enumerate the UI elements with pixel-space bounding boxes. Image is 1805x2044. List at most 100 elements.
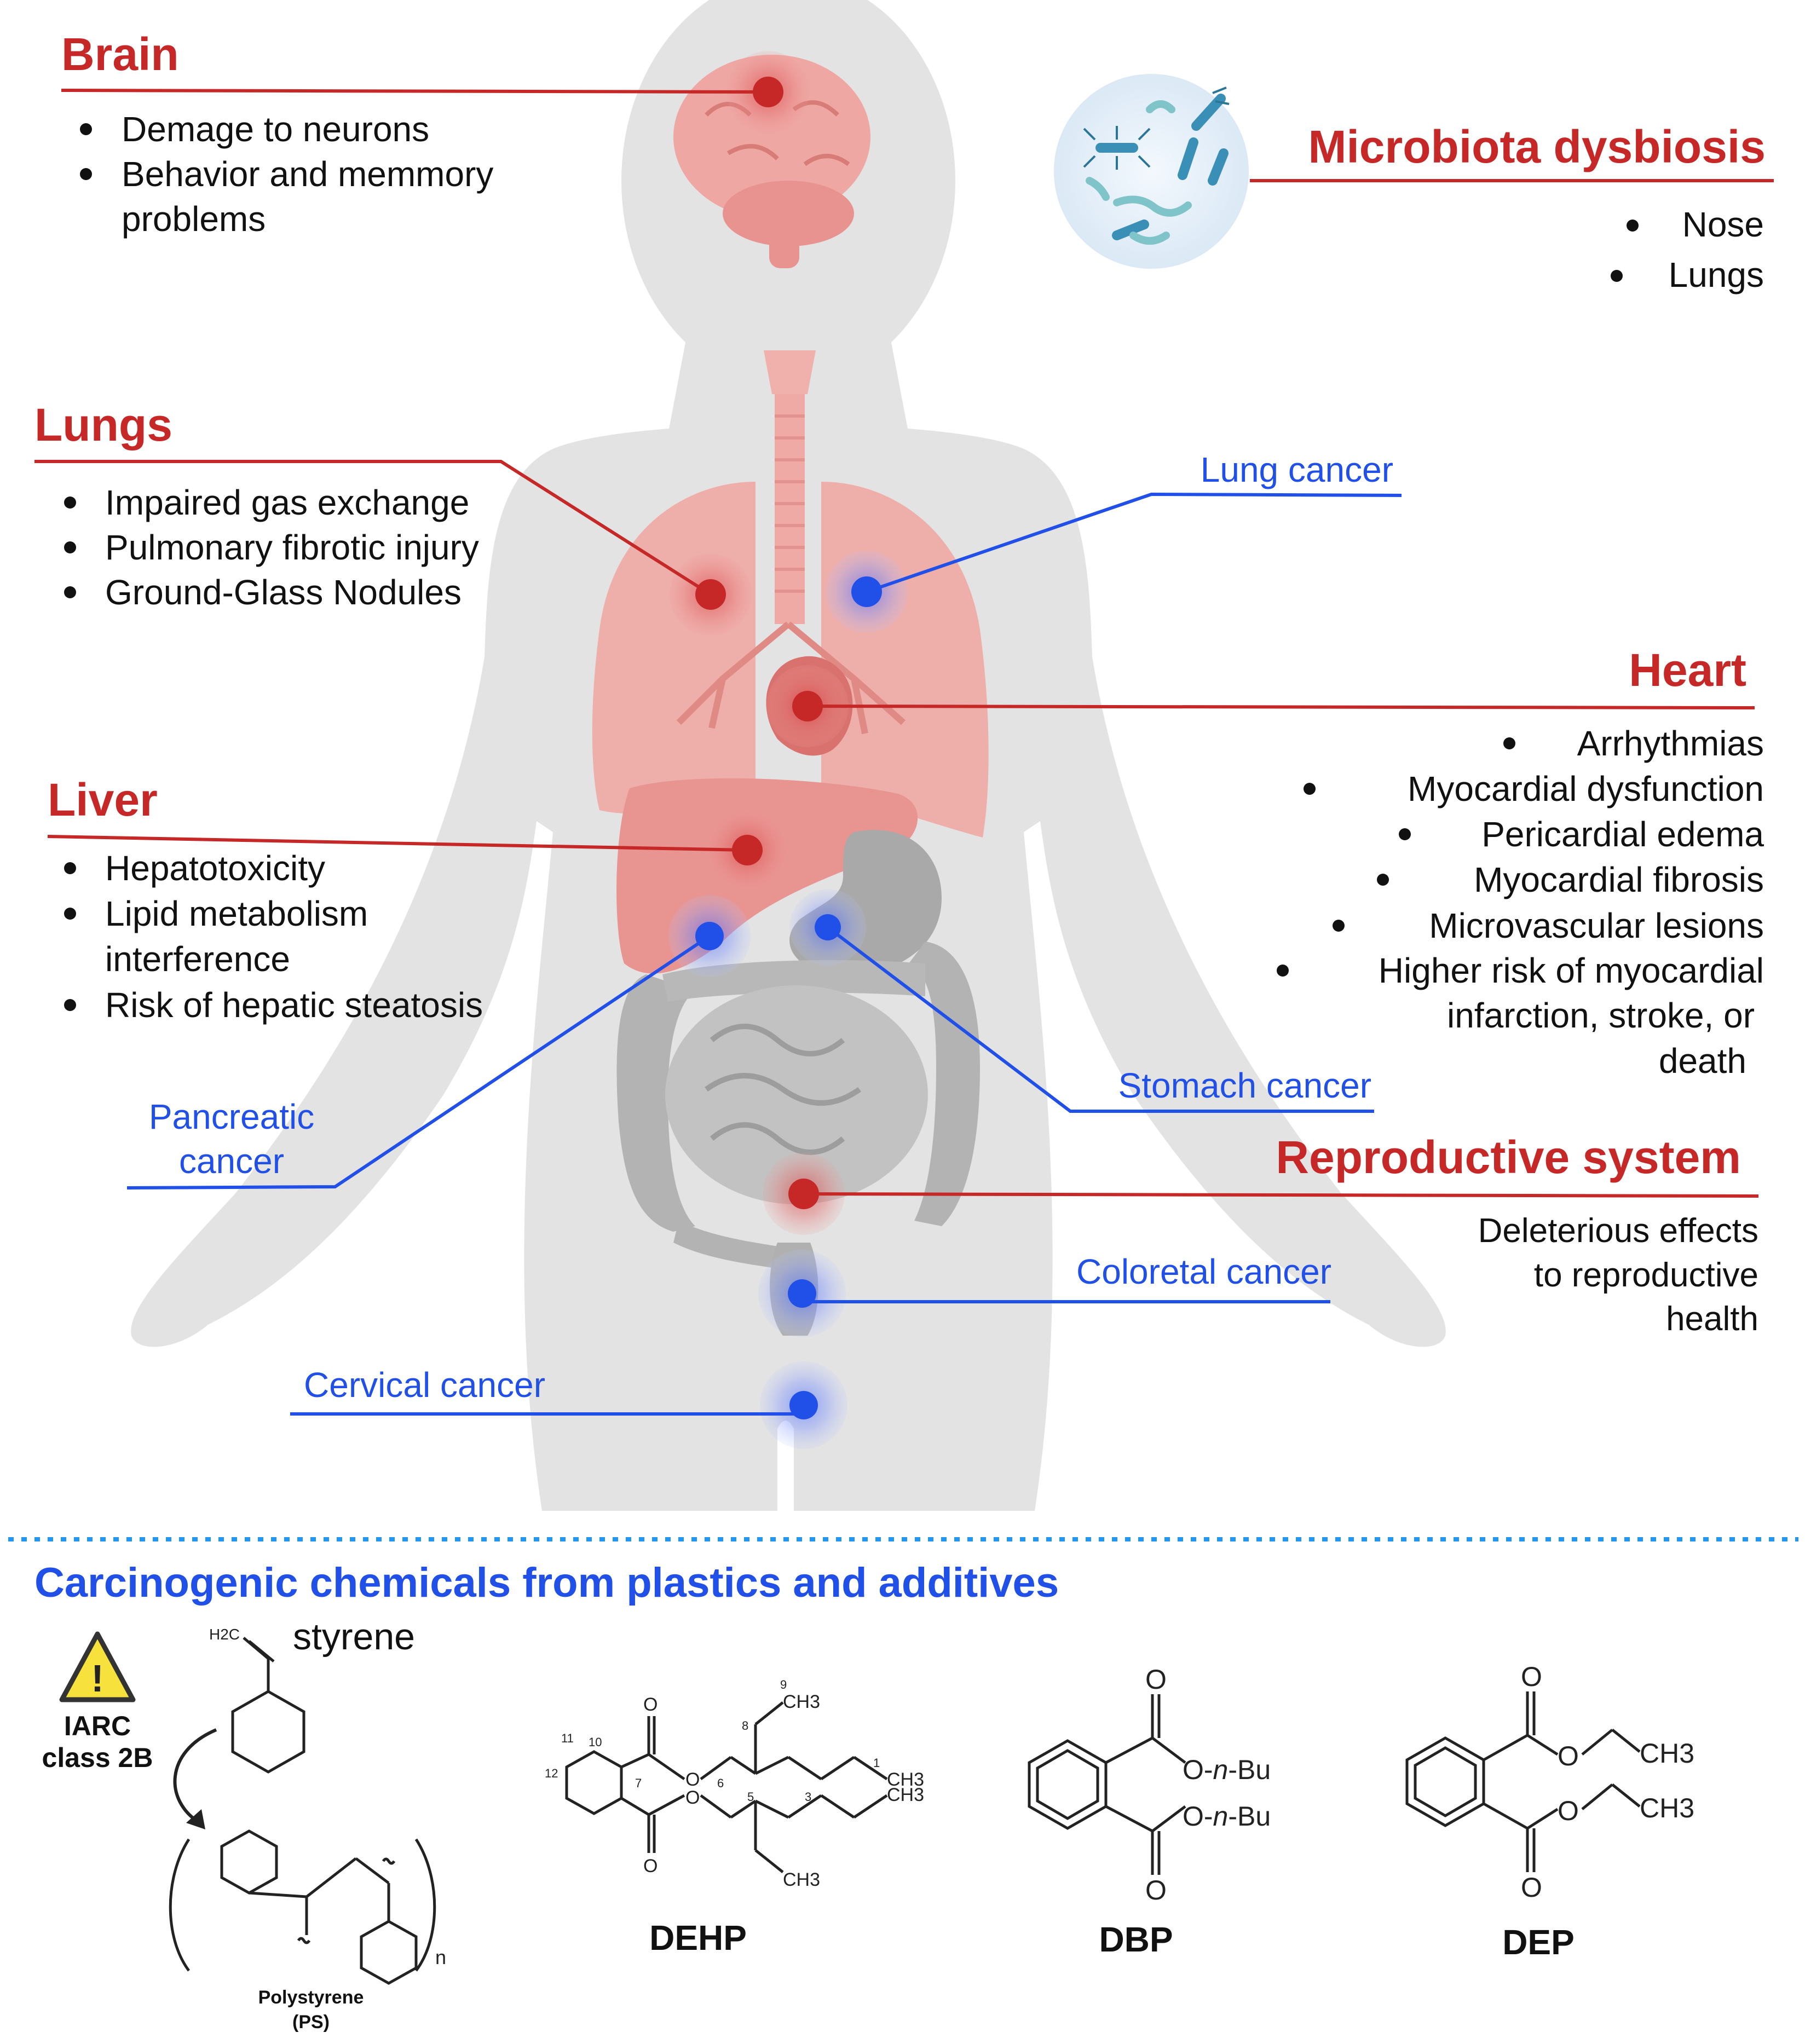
brain-title: Brain <box>61 28 179 80</box>
pancreatic-cancer-label-cont: cancer <box>179 1141 284 1181</box>
dehp-o-lower-ester: O <box>685 1787 700 1808</box>
dehp-num-11: 11 <box>561 1731 574 1745</box>
microbiota-title: Microbiota dysbiosis <box>1308 121 1766 172</box>
trachea-illustration <box>764 350 816 624</box>
dehp-num-9: 9 <box>780 1678 787 1691</box>
lungs-effect-2: Pulmonary fibrotic injury <box>105 528 479 567</box>
dehp-ch3-9: CH3 <box>783 1691 820 1712</box>
reproductive-effect-3: health <box>1666 1300 1758 1338</box>
warning-symbol: ! <box>91 1657 103 1700</box>
brain-effect-2: Behavior and memmory <box>122 154 493 194</box>
polystyrene-repeat: n <box>435 1946 446 1968</box>
dbp-o-bottom: O <box>1145 1875 1167 1906</box>
heart-title: Heart <box>1629 644 1746 696</box>
dehp-num-1: 1 <box>873 1756 880 1770</box>
dep-ch3-lower: CH3 <box>1640 1793 1694 1823</box>
heart-effects: Arrhythmias Myocardial dysfunction Peric… <box>1277 724 1764 1081</box>
warning-icon: ! <box>59 1631 136 1702</box>
lung-cancer-label: Lung cancer <box>1201 450 1393 489</box>
iarc-class-label: class 2B <box>42 1742 153 1773</box>
stomach-cancer-leader-line <box>827 926 1374 1113</box>
heart-leader-line <box>807 705 1755 709</box>
heart-effect-1: Arrhythmias <box>1577 724 1764 763</box>
microbiota-effect-2: Lungs <box>1669 255 1764 295</box>
dehp-o-bottom: O <box>643 1856 658 1876</box>
liver-effect-2-cont: interference <box>105 939 290 979</box>
heart-effect-6-cont: infarction, stroke, or <box>1447 996 1755 1035</box>
colorectal-cancer-marker <box>758 1250 846 1337</box>
heart-effect-6: Higher risk of myocardial <box>1379 951 1764 990</box>
styrene-h2c-group: H2C <box>209 1626 240 1643</box>
liver-title: Liver <box>48 774 158 825</box>
dehp-ch3-upper: CH3 <box>887 1785 924 1805</box>
pancreatic-cancer-leader-line <box>126 934 711 1190</box>
dehp-num-12: 12 <box>545 1766 558 1780</box>
pancreatic-cancer-label: Pancreatic <box>149 1097 314 1136</box>
dehp-o-top: O <box>643 1694 658 1715</box>
dep-o-lower-ester: O <box>1558 1795 1579 1826</box>
microbiota-illustration <box>1054 74 1249 269</box>
brain-leader-line <box>61 89 769 94</box>
brain-effects: Demage to neurons Behavior and memmory p… <box>80 109 493 239</box>
dbp-structure <box>1028 1694 1186 1875</box>
polystyrene-structure <box>169 1829 436 1985</box>
dbp-name: DBP <box>1099 1920 1173 1959</box>
cervical-cancer-label: Cervical cancer <box>304 1365 545 1405</box>
lungs-leader-line <box>34 460 712 596</box>
chemicals-heading: Carcinogenic chemicals from plastics and… <box>34 1560 1059 1606</box>
heart-effect-2: Myocardial dysfunction <box>1408 769 1764 809</box>
intestines-illustration <box>616 942 980 1336</box>
dehp-num-6: 6 <box>717 1776 724 1790</box>
heart-effect-3: Pericardial edema <box>1481 815 1764 854</box>
iarc-label: IARC <box>64 1711 131 1741</box>
heart-effect-6-end: death <box>1659 1041 1746 1081</box>
lungs-effects: Impaired gas exchange Pulmonary fibrotic… <box>64 483 479 612</box>
stomach-cancer-label: Stomach cancer <box>1118 1066 1371 1105</box>
lungs-title: Lungs <box>34 399 172 451</box>
brain-effect-1: Demage to neurons <box>122 109 429 149</box>
heart-effect-5: Microvascular lesions <box>1429 906 1764 945</box>
styrene-polymerization-arrow <box>173 1728 217 1829</box>
liver-effects: Hepatotoxicity Lipid metabolism interfer… <box>64 848 483 1025</box>
brain-illustration <box>673 55 870 268</box>
dep-name: DEP <box>1502 1922 1575 1962</box>
lung-cancer-leader-line <box>866 492 1402 593</box>
dehp-name: DEHP <box>649 1918 747 1958</box>
reproductive-effect-1: Deleterious effects <box>1478 1212 1758 1250</box>
dep-o-bottom: O <box>1521 1872 1542 1903</box>
reproductive-effect-2: to reproductive <box>1534 1256 1758 1294</box>
dehp-ch3-1: CH3 <box>887 1769 924 1790</box>
dbp-atom-labels: O O O-n-Bu O-n-Bu <box>1145 1664 1271 1906</box>
lungs-effect-3: Ground-Glass Nodules <box>105 573 462 612</box>
dep-o-top: O <box>1521 1661 1542 1692</box>
dehp-num-8: 8 <box>742 1719 748 1733</box>
dehp-o-upper-ester: O <box>685 1769 700 1790</box>
heart-effect-4: Myocardial fibrosis <box>1474 860 1764 899</box>
liver-leader-line <box>47 835 748 852</box>
dehp-num-7: 7 <box>635 1776 642 1790</box>
dep-o-upper-ester: O <box>1558 1741 1579 1771</box>
microbiota-effects: Nose Lungs <box>1611 205 1764 295</box>
dehp-structure <box>565 1701 888 1873</box>
polystyrene-abbrev: (PS) <box>292 2012 330 2033</box>
dehp-carbon-numbers: 1 3 5 6 7 8 9 10 11 12 <box>545 1678 880 1804</box>
styrene-structure <box>231 1637 305 1774</box>
dbp-o-top: O <box>1145 1664 1167 1695</box>
dehp-num-5: 5 <box>747 1790 754 1804</box>
dehp-num-3: 3 <box>805 1790 811 1804</box>
lungs-effect-1: Impaired gas exchange <box>105 483 469 522</box>
colorectal-cancer-label: Coloretal cancer <box>1076 1252 1331 1291</box>
dep-structure <box>1405 1691 1641 1872</box>
dehp-num-10: 10 <box>589 1735 602 1749</box>
cancer-leader-lines <box>126 492 1402 1416</box>
dbp-ester-upper: O-n-Bu <box>1183 1754 1271 1785</box>
dehp-atom-labels: O O O O CH3 CH3 CH3 CH3 <box>643 1691 924 1890</box>
dep-atom-labels: O O O O CH3 CH3 <box>1521 1661 1694 1903</box>
dep-ch3-upper: CH3 <box>1640 1738 1694 1769</box>
cancer-labels: Lung cancer Stomach cancer Pancreatic ca… <box>149 450 1393 1405</box>
microbiota-effect-1: Nose <box>1682 205 1764 244</box>
styrene-name: styrene <box>293 1616 415 1658</box>
dehp-ch3-lower: CH3 <box>783 1869 820 1890</box>
